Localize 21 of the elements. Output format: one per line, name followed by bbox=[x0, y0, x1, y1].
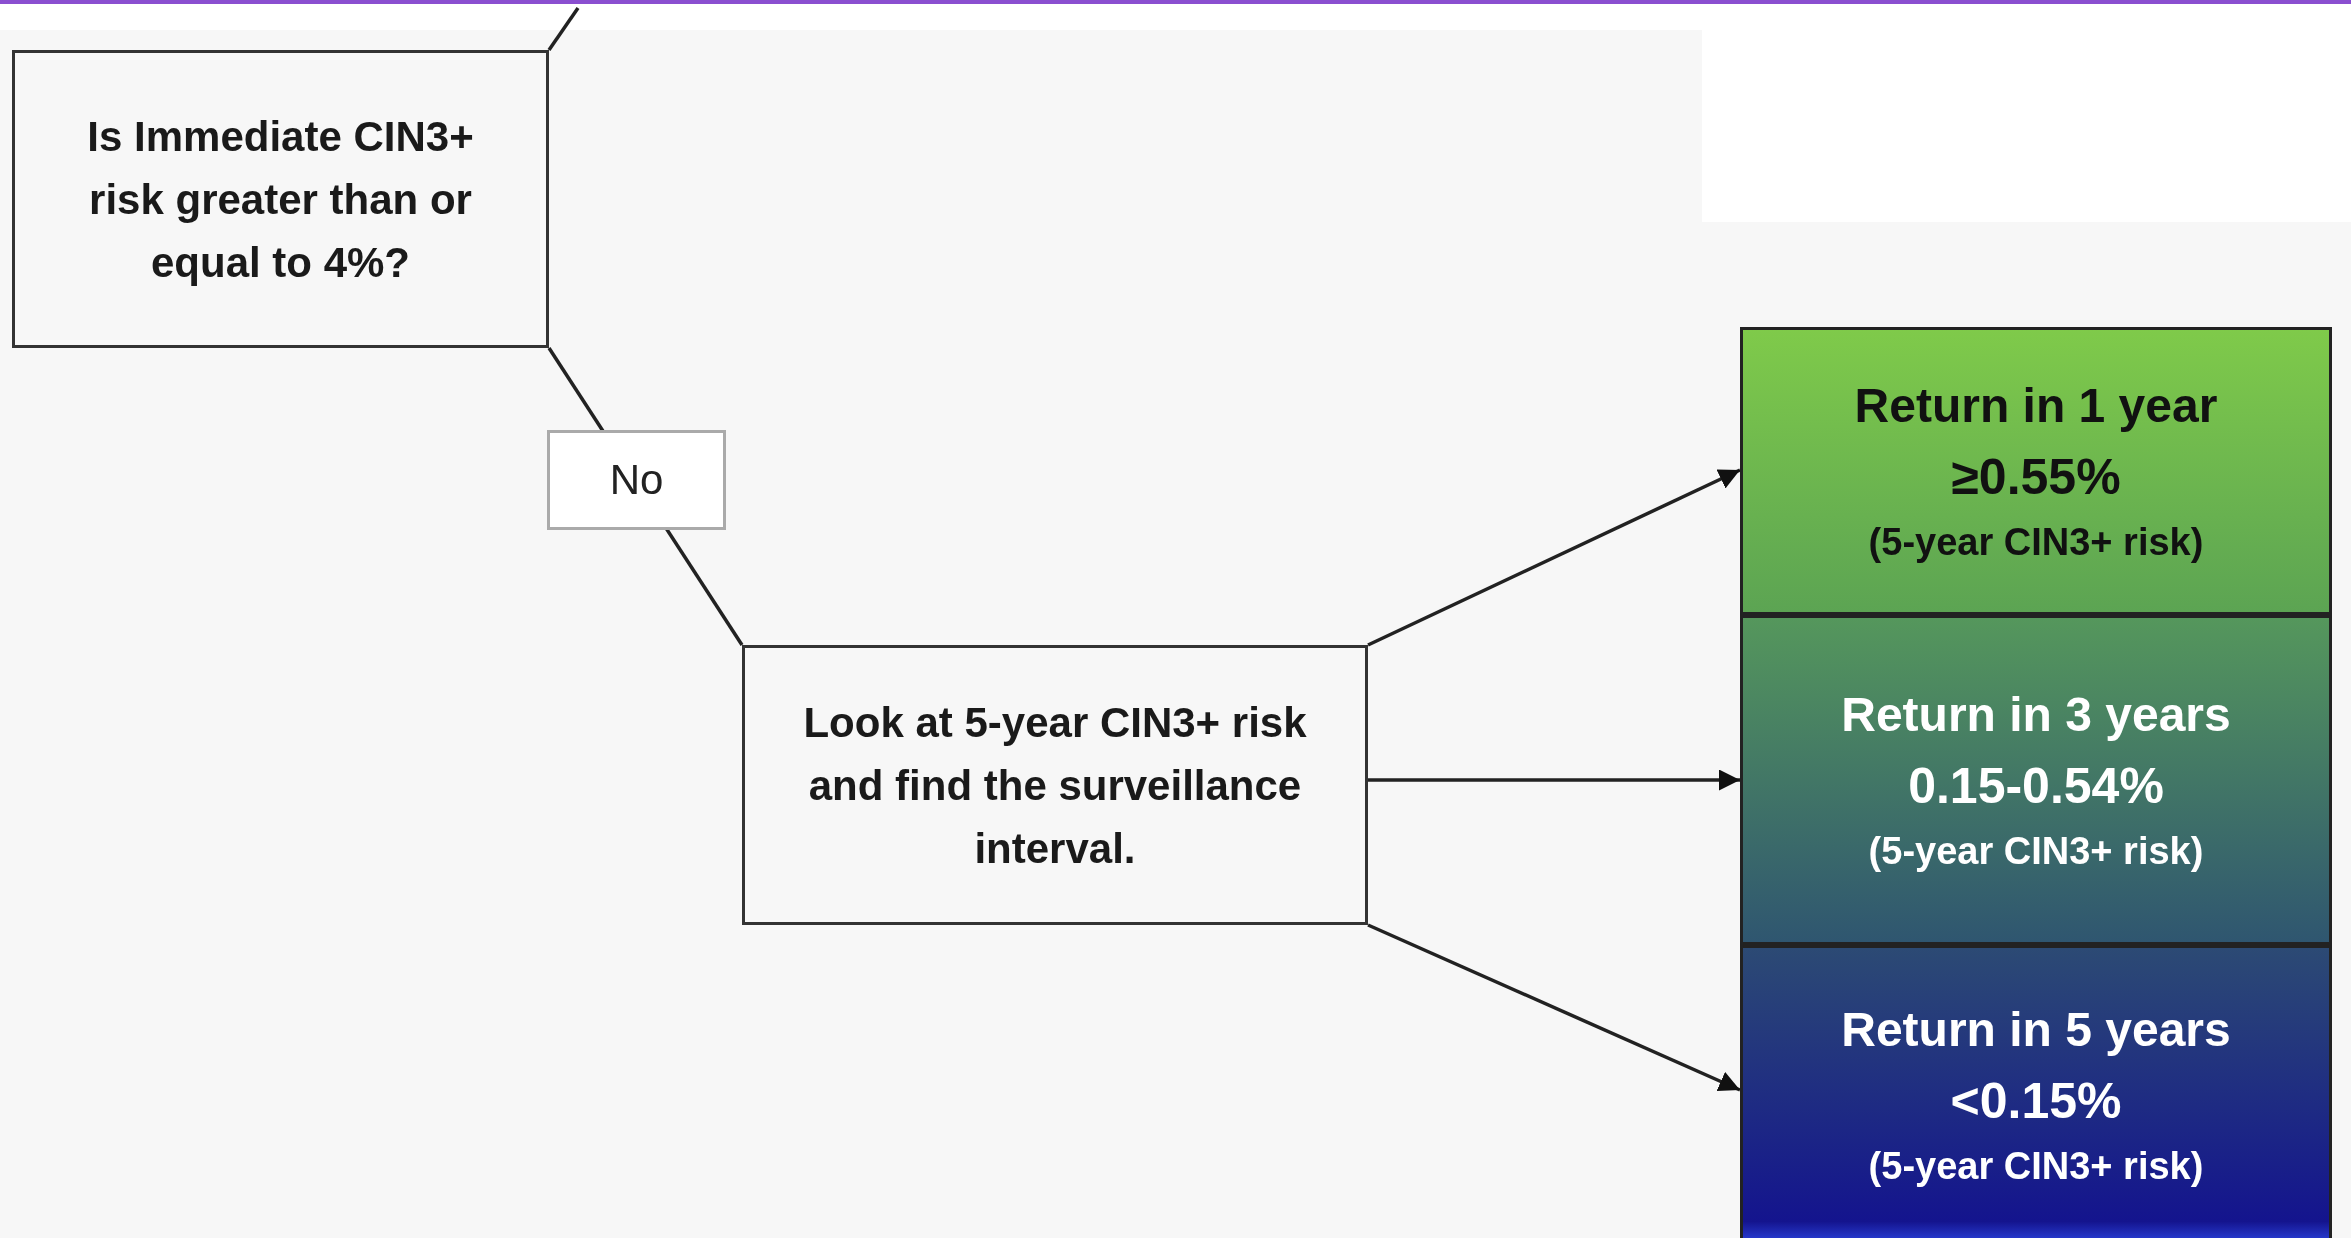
box-text: Look at 5-year CIN3+ risk and find the surveillance interval. bbox=[802, 697, 1308, 874]
interval-box bbox=[1740, 945, 2332, 1238]
range-text: <0.15% bbox=[1950, 1071, 2122, 1131]
note-text: (5-year CIN3+ risk) bbox=[1868, 1143, 2204, 1189]
box-text: Is Immediate CIN3+ risk greater than or equal to 4%? bbox=[86, 111, 475, 288]
arrow bbox=[1368, 769, 1740, 791]
note-text: (5-year CIN3+ risk) bbox=[1868, 519, 2204, 565]
process-box bbox=[742, 645, 1368, 925]
range-text: ≥0.55% bbox=[1951, 447, 2121, 507]
heading-text: Return in 3 years bbox=[1841, 686, 2231, 743]
interval-box bbox=[1740, 327, 2332, 615]
arrow bbox=[1367, 923, 1741, 1092]
heading-text: Return in 5 years bbox=[1841, 1001, 2231, 1058]
interval-box bbox=[1740, 615, 2332, 945]
range-text: 0.15-0.54% bbox=[1908, 756, 2164, 816]
arrow bbox=[1367, 468, 1741, 647]
connector-line bbox=[547, 7, 580, 51]
edge-label: No bbox=[547, 430, 726, 530]
heading-text: Return in 1 year bbox=[1854, 377, 2218, 434]
decision-box bbox=[12, 50, 549, 348]
note-text: (5-year CIN3+ risk) bbox=[1868, 828, 2204, 874]
